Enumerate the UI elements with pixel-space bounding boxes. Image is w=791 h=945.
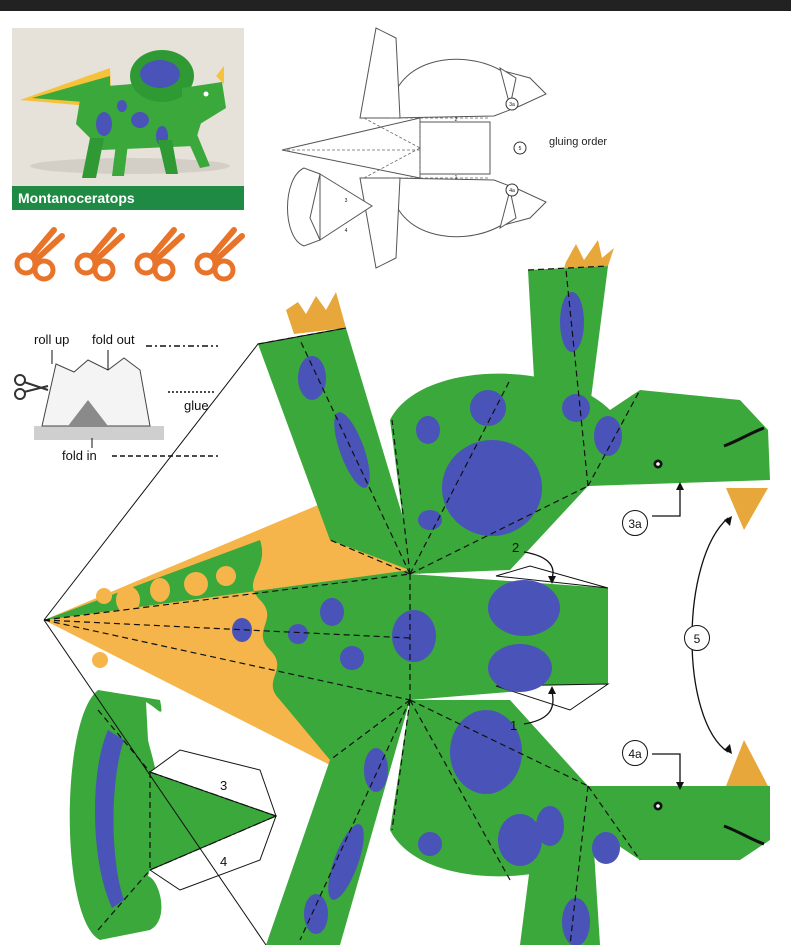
mini-label-5-circle [513,141,527,155]
top-bar [0,0,791,11]
top-mouth [723,426,765,448]
arrow-heads [548,482,732,790]
assembled-dinosaur-illustration [12,28,244,210]
gluing-order-label: gluing order [549,136,608,148]
mini-label-3a: 3a [509,102,515,108]
fold-lines [43,265,641,945]
legend-fold-in: fold in [62,448,97,463]
back-frill-scallops [92,566,258,682]
top-front-claws [564,240,614,268]
scissors-icon [134,227,185,282]
legend-glue: glue [184,398,209,413]
mini-label-2: 2 [455,117,458,123]
fold-out-lines [149,771,277,871]
glue-tab-3 [148,749,277,817]
cut-outline [43,327,347,945]
dinosaur-cut-pattern [43,240,770,945]
label-3a: 3a [622,510,648,536]
label-1: 1 [510,718,518,733]
bottom-mouth [723,824,765,846]
gluing-order-diagram: 3a 2 5 1 4a 3 4 [281,27,547,269]
scissors-icon-row [14,227,245,282]
top-back-leg [258,328,420,574]
crest-piece [69,690,162,940]
crest-tab [150,772,276,870]
mini-label-5: 5 [519,146,522,152]
blue-spots [94,292,622,945]
mini-label-4a-circle [505,183,519,197]
fold-legend: roll up fold out glue fold in [8,330,248,470]
legend-fold-out: fold out [92,332,135,347]
label-2: 2 [512,540,520,555]
eyes [653,459,663,811]
mini-label-4: 4 [345,228,348,234]
model-photo: Montanoceratops [12,28,244,210]
label-4a: 4a [622,740,648,766]
mini-label-4a: 4a [509,188,515,194]
scissors-icon [194,227,245,282]
legend-roll-up: roll up [34,332,70,347]
top-front-leg [528,266,608,486]
label-4: 4 [220,854,228,869]
photo-caption: Montanoceratops [12,186,244,210]
legend-illustration [14,345,218,457]
mini-label-3a-circle [505,97,519,111]
bottom-horn [726,740,768,786]
mini-label-3: 3 [345,198,348,204]
label-5: 5 [684,625,710,651]
scissors-icon [14,227,65,282]
label-3: 3 [220,778,228,793]
scissors-icon [74,227,125,282]
scissors-icon [14,374,49,400]
mini-label-1: 1 [455,175,458,181]
top-horn [726,488,768,530]
top-back-claws [286,292,346,334]
